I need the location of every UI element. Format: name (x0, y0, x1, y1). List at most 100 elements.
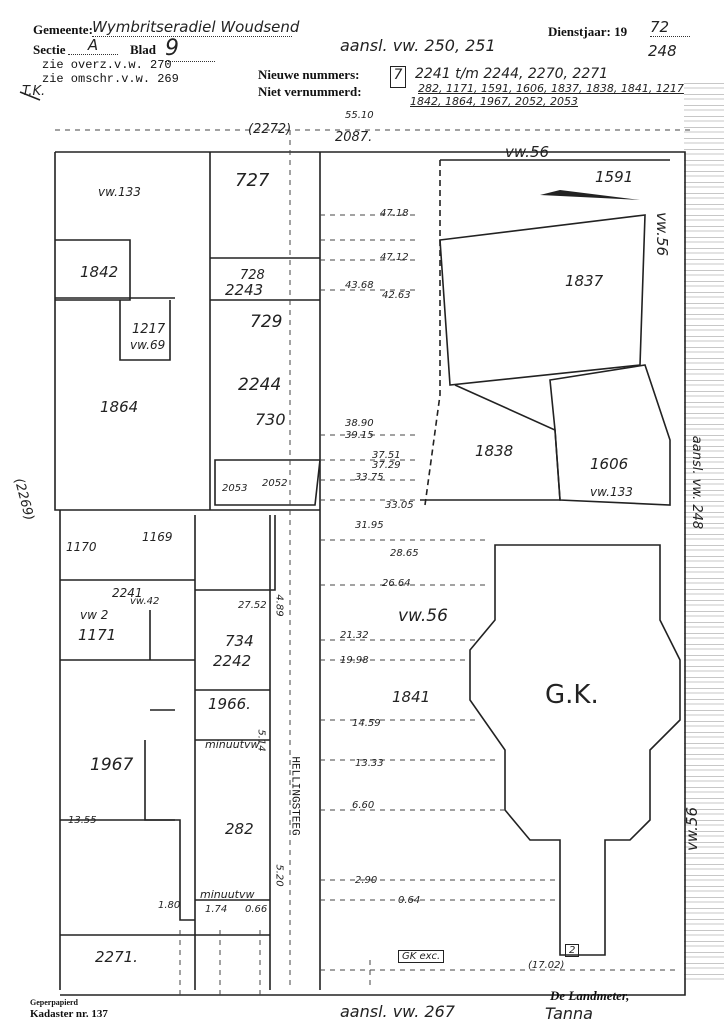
parcel-2053: 2053 (222, 483, 248, 494)
measurement: 33.05 (385, 500, 414, 511)
minuutvw-label-1: minuutvw (205, 738, 260, 751)
parcel-vw56-a: vw.56 (398, 606, 448, 626)
parcel-727: 727 (235, 170, 270, 191)
parcel-1217: 1217 (132, 322, 166, 337)
dienstjaar-value: 72 (650, 18, 690, 37)
parcel-734: 734 (225, 632, 254, 650)
parcel-2244: 2244 (238, 375, 282, 395)
parcel-vw2: vw 2 (80, 608, 109, 622)
measurement: 47.12 (380, 252, 409, 263)
measurement: 5.20 (273, 864, 285, 887)
nieuwe-nummers-value: 2241 t/m 2244, 2270, 2271 (415, 66, 609, 82)
parcel-vw69: vw.69 (130, 338, 166, 352)
measurement: 33.75 (355, 472, 384, 483)
landmeter-label: De Landmeter, (550, 988, 630, 1003)
niet-vernummerd-label: Niet vernummerd: (258, 84, 362, 99)
dienstjaar-label: Dienstjaar: 19 (548, 24, 628, 39)
parcel-1171: 1171 (78, 626, 117, 644)
measurement: 55.10 (345, 110, 374, 121)
parcel-2243: 2243 (225, 281, 264, 299)
parcel-1702: (17.02) (528, 960, 565, 971)
sheet-number: 248 (648, 42, 677, 60)
minuutvw-label-2: minuutvw (200, 888, 255, 901)
north-arrow-icon (540, 190, 640, 200)
parcel-1966: 1966. (208, 695, 251, 713)
box-number: 7 (390, 66, 406, 88)
box-2: 2 (565, 944, 580, 957)
parcel-2242: 2242 (213, 652, 252, 670)
parcel-282: 282 (225, 820, 254, 838)
parcel-1841: 1841 (392, 688, 431, 706)
parcel-730: 730 (255, 410, 286, 429)
scan-noise-edge (684, 80, 724, 980)
measurement: 0.64 (398, 895, 421, 906)
measurement: 13.33 (355, 758, 384, 769)
parcel-1842: 1842 (80, 263, 119, 281)
parcel-728: 728 (240, 268, 265, 283)
measurement: 2.90 (355, 875, 378, 886)
gemeente-label: Gemeente: (33, 22, 93, 37)
omschrijving-ref: zie omschr.v.w. 269 (42, 72, 179, 86)
parcel-vw42: vw.42 (130, 596, 160, 607)
parcel-1169: 1169 (142, 530, 173, 544)
parcel-vw133-b: vw.133 (590, 485, 633, 499)
nieuwe-nummers-label: Nieuwe nummers: (258, 67, 360, 82)
measurement: 1.74 (205, 904, 228, 915)
measure-lines (55, 129, 690, 1000)
parcel-gk: G.K. (545, 680, 599, 710)
measurement: 39.15 (345, 430, 374, 441)
aansl-right: aansl. vw. 248 (689, 435, 705, 530)
measurement: 37.29 (372, 460, 401, 471)
street-hellingsteeg: HELLINGSTEEG (288, 756, 301, 836)
measurement: 19.98 (340, 655, 369, 666)
measurement: 38.90 (345, 418, 374, 429)
measurement: 6.60 (352, 800, 375, 811)
arrow-icon (19, 91, 41, 101)
gepperpapier-label: Geperpapierd (30, 998, 78, 1007)
parcel-2087: 2087. (335, 130, 373, 145)
parcel-1591: 1591 (595, 168, 634, 186)
measurement: 27.52 (238, 600, 267, 611)
gk-exc: GK exc. (398, 950, 445, 963)
measurement: 0.66 (245, 904, 268, 915)
parcel-1606: 1606 (590, 455, 629, 473)
niet-vernummerd-value-1: 282, 1171, 1591, 1606, 1837, 1838, 1841,… (418, 82, 684, 95)
measurement: 43.68 (345, 280, 374, 291)
overzicht-ref: zie overz.v.w. 270 (42, 58, 172, 72)
parcel-1838: 1838 (475, 442, 514, 460)
sectie-label: Sectie (33, 42, 66, 57)
parcel-vw56-c: vw.56 (653, 211, 672, 257)
blad-label: Blad (130, 42, 157, 57)
measurement: 21.32 (340, 630, 369, 641)
blad-value: 9 (165, 36, 215, 62)
aansl-bottom: aansl. vw. 267 (340, 1002, 455, 1021)
parcel-vw133-a: vw.133 (98, 185, 141, 199)
parcel-2272: (2272) (248, 122, 292, 137)
measurement: 31.95 (355, 520, 384, 531)
measurement: 28.65 (390, 548, 419, 559)
measurement: 1.80 (158, 900, 181, 911)
parcel-729: 729 (250, 312, 283, 332)
measurement: 13.55 (68, 815, 97, 826)
measurement: 5.14 (255, 729, 267, 752)
parcel-boundaries (54, 151, 686, 996)
measurement: 47.18 (380, 208, 409, 219)
parcel-1864: 1864 (100, 398, 139, 416)
measurement: 37.51 (372, 450, 401, 461)
parcel-vw56-b: vw.56 (505, 143, 550, 161)
measurement: 4.89 (273, 594, 285, 617)
measurement: 14.59 (352, 718, 381, 729)
landmeter-signature: Tanna (545, 1004, 593, 1023)
parcel-2241: 2241 (112, 586, 143, 600)
parcel-2052: 2052 (262, 478, 288, 489)
parcel-1837: 1837 (565, 272, 604, 290)
parcel-1967: 1967 (90, 755, 134, 775)
kadaster-number: Kadaster nr. 137 (30, 1008, 108, 1020)
measurement: 26.64 (382, 578, 411, 589)
sectie-value: A (68, 36, 118, 55)
gemeente-value: Wymbritseradiel Woudsend (92, 18, 300, 37)
parcel-vw56-d: vw.56 (683, 806, 702, 852)
aansl-top: aansl. vw. 250, 251 (340, 36, 496, 55)
parcel-1170: 1170 (66, 540, 97, 554)
